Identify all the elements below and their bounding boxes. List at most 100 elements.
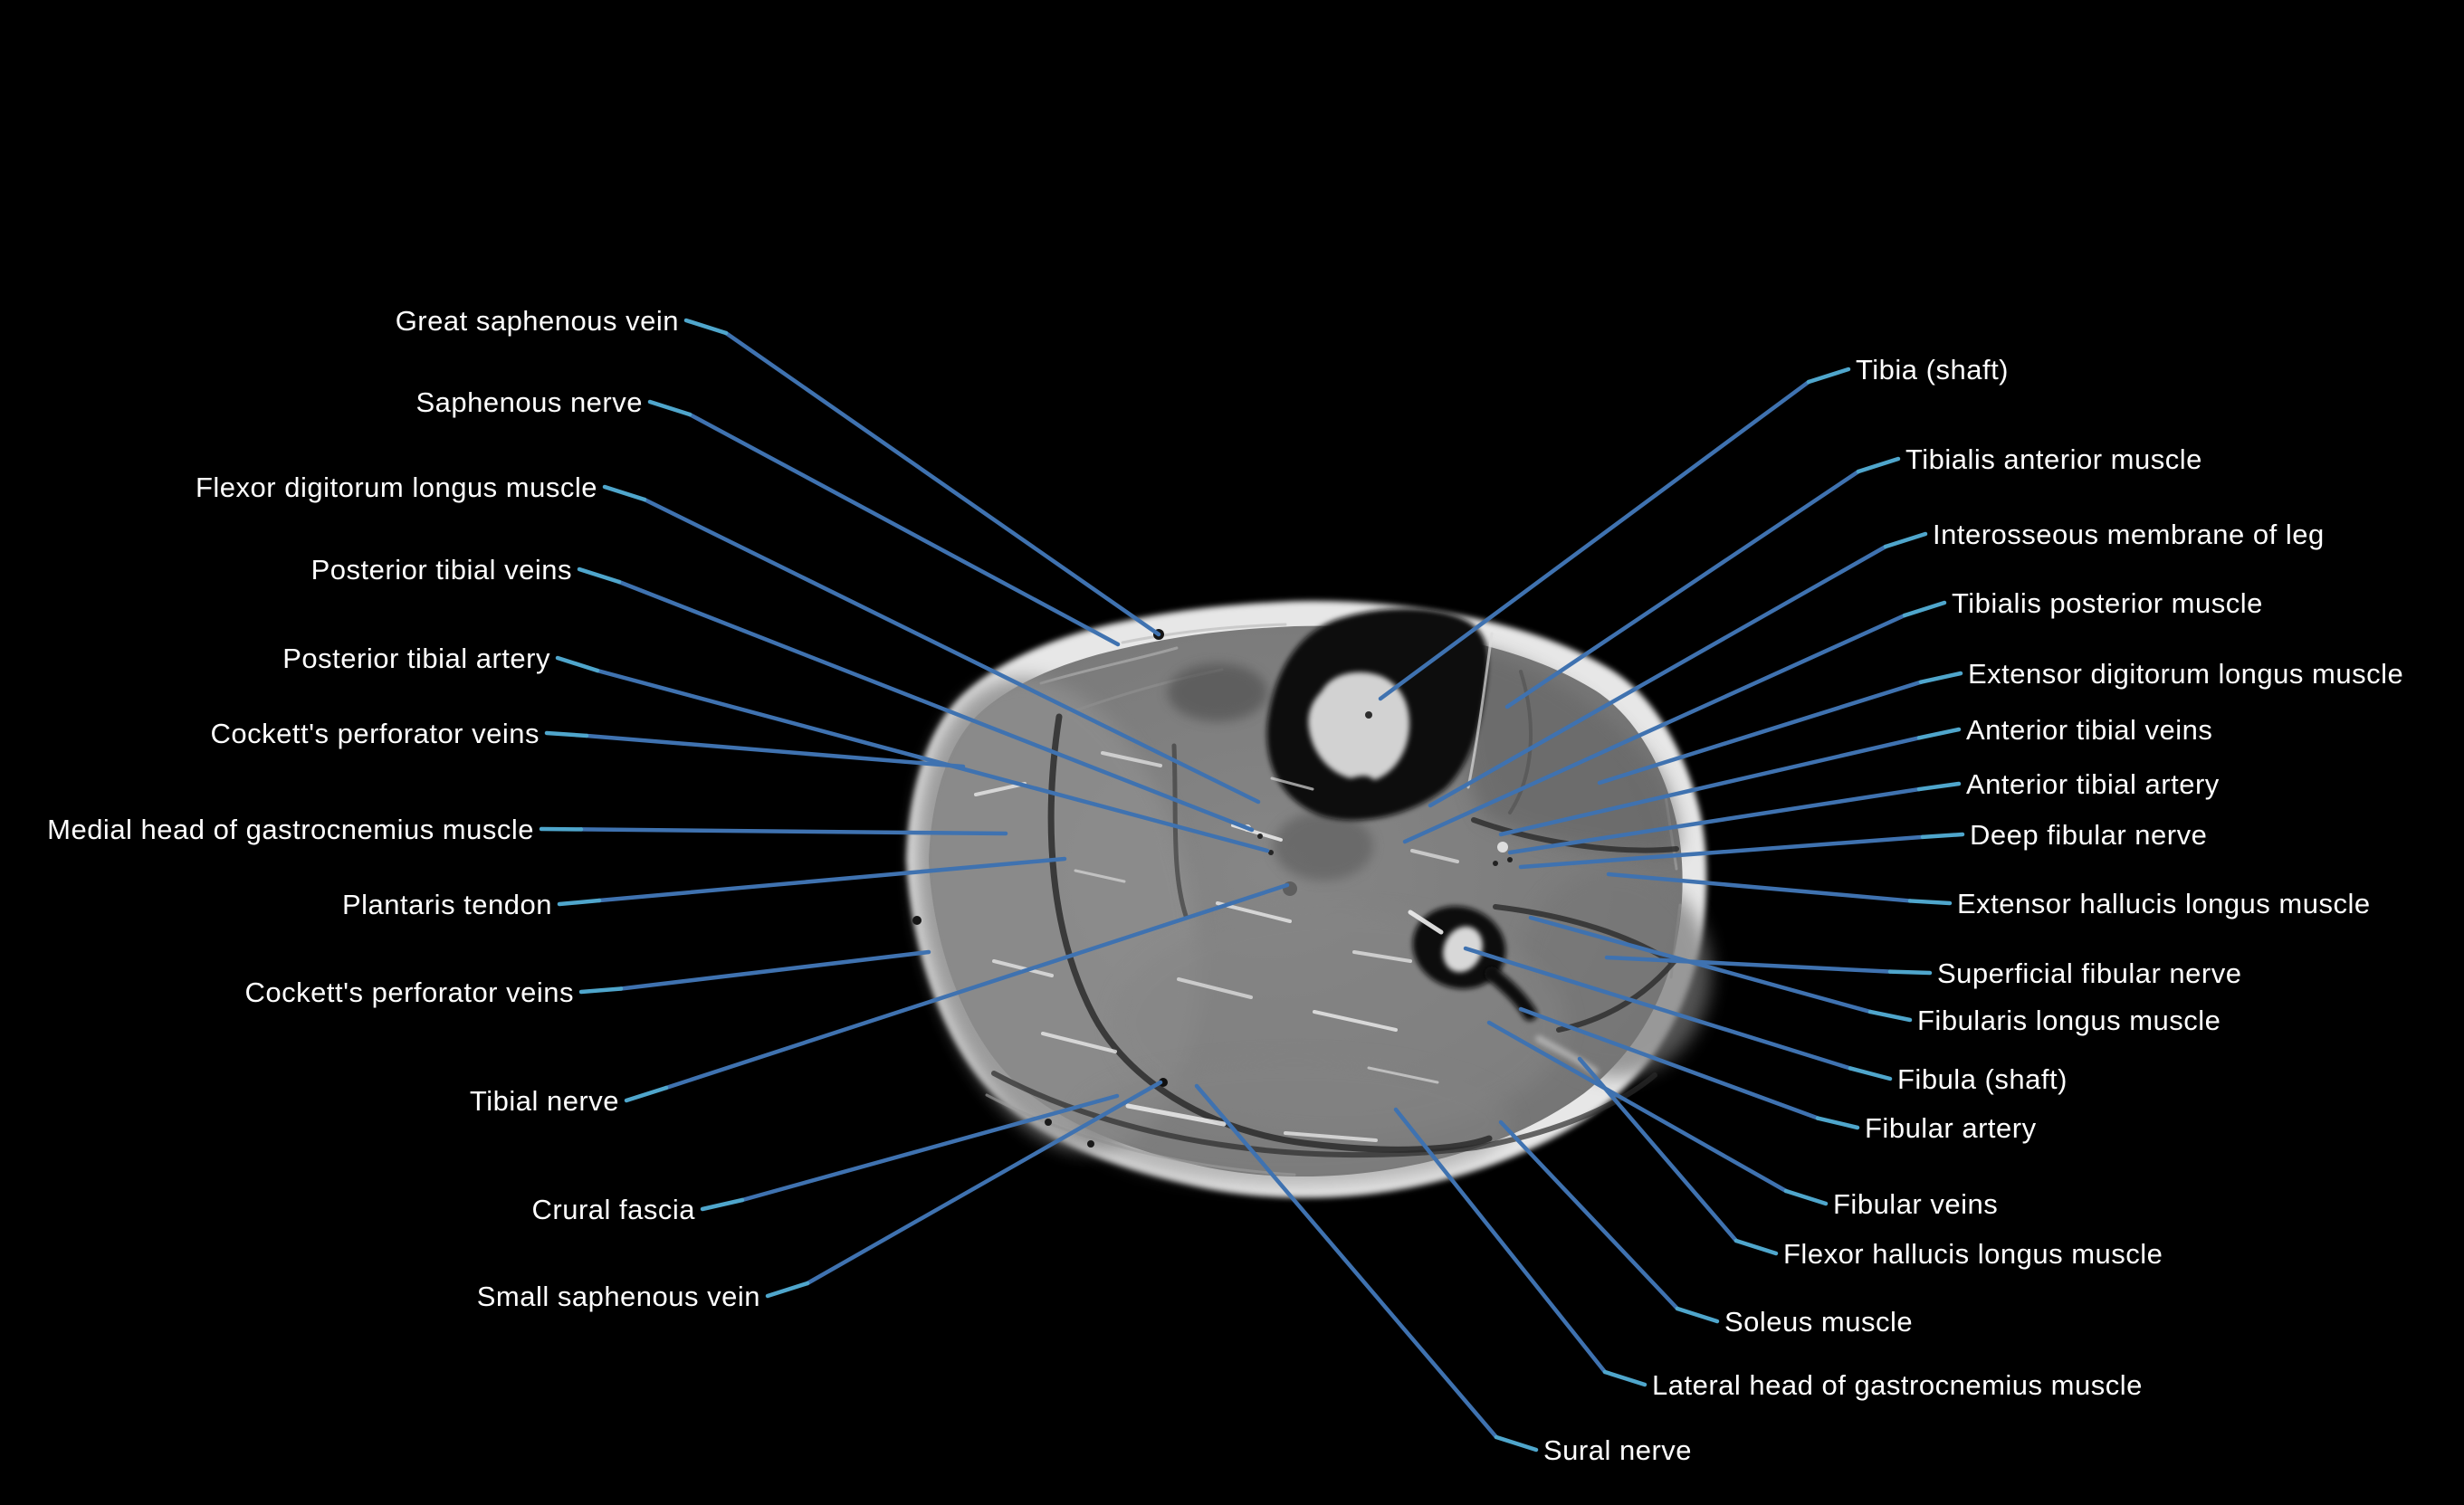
label-crural-fascia[interactable]: Crural fascia: [532, 1194, 696, 1225]
leader-stub-fibular-artery: [1815, 1116, 1860, 1130]
fascial-lines: [991, 670, 1679, 1158]
leader-line-cocketts-perforator-veins-upper: [584, 733, 966, 769]
leader-line-saphenous-nerve: [687, 412, 1121, 647]
annotation-lateral-head-of-gastrocnemius-muscle: Lateral head of gastrocnemius muscle: [1393, 1107, 2143, 1401]
leader-line-superficial-fibular-nerve: [1604, 955, 1893, 974]
small-saphenous-vein-dot: [1159, 1078, 1168, 1087]
annotation-crural-fascia: Crural fascia: [532, 1093, 1120, 1225]
label-posterior-tibial-veins[interactable]: Posterior tibial veins: [311, 554, 572, 586]
label-interosseous-membrane-of-leg[interactable]: Interosseous membrane of leg: [1933, 519, 2325, 550]
annotation-plantaris-tendon: Plantaris tendon: [342, 856, 1067, 920]
leader-line-tibial-nerve: [664, 882, 1290, 1091]
label-tibial-nerve[interactable]: Tibial nerve: [470, 1085, 619, 1117]
label-fibularis-longus-muscle[interactable]: Fibularis longus muscle: [1917, 1005, 2220, 1036]
leader-stub-interosseous-membrane-of-leg: [1883, 531, 1928, 549]
leader-stub-anterior-tibial-veins: [1916, 727, 1962, 740]
label-superficial-fibular-nerve[interactable]: Superficial fibular nerve: [1937, 957, 2241, 989]
label-tibialis-posterior-muscle[interactable]: Tibialis posterior muscle: [1952, 587, 2263, 619]
annotation-medial-head-of-gastrocnemius-muscle: Medial head of gastrocnemius muscle: [47, 814, 1008, 845]
leader-line-small-saphenous-vein: [805, 1080, 1163, 1286]
leader-line-interosseous-membrane-of-leg: [1428, 544, 1888, 808]
annotation-extensor-hallucis-longus-muscle: Extensor hallucis longus muscle: [1606, 872, 2371, 919]
annotation-posterior-tibial-artery: Posterior tibial artery: [282, 643, 1270, 853]
leader-line-fibularis-longus-muscle: [1528, 915, 1873, 1014]
annotation-posterior-tibial-veins: Posterior tibial veins: [311, 554, 1255, 833]
leader-line-fibular-veins: [1486, 1020, 1789, 1194]
anterior-tibial-vessel-dark: [1493, 861, 1498, 866]
label-small-saphenous-vein[interactable]: Small saphenous vein: [477, 1281, 760, 1312]
tibia-marrow: [1308, 672, 1409, 780]
bright-streaks: [974, 632, 1599, 1142]
label-deep-fibular-nerve[interactable]: Deep fibular nerve: [1970, 819, 2207, 851]
label-flexor-digitorum-longus-muscle[interactable]: Flexor digitorum longus muscle: [196, 472, 597, 503]
label-fibula-shaft[interactable]: Fibula (shaft): [1897, 1063, 2068, 1095]
leader-stub-lateral-head-of-gastrocnemius-muscle: [1602, 1369, 1647, 1387]
leader-stub-tibialis-posterior-muscle: [1902, 600, 1947, 618]
label-posterior-tibial-artery[interactable]: Posterior tibial artery: [282, 643, 550, 674]
label-tibia-shaft[interactable]: Tibia (shaft): [1856, 354, 2009, 386]
leader-stub-fibular-veins: [1783, 1188, 1829, 1206]
leader-line-cocketts-perforator-veins-lower: [618, 949, 931, 991]
annotation-fibular-veins: Fibular veins: [1486, 1020, 1998, 1220]
annotation-interosseous-membrane-of-leg: Interosseous membrane of leg: [1428, 519, 2325, 808]
annotation-anterior-tibial-artery: Anterior tibial artery: [1507, 768, 2220, 855]
fascia-shadow: [1168, 663, 1267, 721]
leader-line-extensor-digitorum-longus-muscle: [1597, 680, 1924, 786]
label-great-saphenous-vein[interactable]: Great saphenous vein: [396, 305, 679, 337]
leader-stub-fibula-shaft: [1848, 1066, 1893, 1081]
label-saphenous-nerve[interactable]: Saphenous nerve: [415, 386, 643, 418]
leader-stub-flexor-hallucis-longus-muscle: [1733, 1238, 1779, 1256]
leader-stub-tibial-nerve: [624, 1085, 669, 1103]
leader-line-plantaris-tendon: [597, 856, 1067, 903]
label-sural-nerve[interactable]: Sural nerve: [1543, 1434, 1692, 1466]
annotation-fibularis-longus-muscle: Fibularis longus muscle: [1528, 915, 2220, 1036]
annotation-sural-nerve: Sural nerve: [1194, 1083, 1692, 1466]
label-extensor-digitorum-longus-muscle[interactable]: Extensor digitorum longus muscle: [1968, 658, 2403, 690]
leader-stub-plantaris-tendon: [557, 898, 602, 907]
tibial-nerve-oval: [1283, 881, 1297, 896]
leader-line-extensor-hallucis-longus-muscle: [1606, 872, 1913, 903]
leader-line-fibular-artery: [1518, 1006, 1820, 1120]
posterior-tibial-vessel-dark: [1268, 850, 1274, 855]
label-anterior-tibial-artery[interactable]: Anterior tibial artery: [1966, 768, 2220, 800]
leader-line-sural-nerve: [1194, 1083, 1499, 1440]
label-cocketts-perforator-veins-lower[interactable]: Cockett's perforator veins: [244, 976, 574, 1008]
annotation-small-saphenous-vein: Small saphenous vein: [477, 1080, 1163, 1312]
leader-stub-extensor-hallucis-longus-muscle: [1907, 899, 1953, 906]
label-extensor-hallucis-longus-muscle[interactable]: Extensor hallucis longus muscle: [1957, 888, 2371, 919]
leader-stub-cocketts-perforator-veins-lower: [578, 986, 624, 995]
annotation-anterior-tibial-veins: Anterior tibial veins: [1498, 714, 2212, 837]
label-soleus-muscle[interactable]: Soleus muscle: [1724, 1306, 1913, 1338]
label-flexor-hallucis-longus-muscle[interactable]: Flexor hallucis longus muscle: [1783, 1238, 2163, 1270]
leader-line-posterior-tibial-veins: [616, 579, 1255, 833]
anterior-compartment-region: [1457, 644, 1678, 857]
perforator-vein-dot: [912, 916, 922, 925]
annotation-extensor-digitorum-longus-muscle: Extensor digitorum longus muscle: [1597, 658, 2403, 786]
label-cocketts-perforator-veins-upper[interactable]: Cockett's perforator veins: [210, 718, 540, 749]
annotation-cocketts-perforator-veins-lower: Cockett's perforator veins: [244, 949, 931, 1008]
label-tibialis-anterior-muscle[interactable]: Tibialis anterior muscle: [1905, 443, 2202, 475]
label-medial-head-of-gastrocnemius-muscle[interactable]: Medial head of gastrocnemius muscle: [47, 814, 534, 845]
leader-stub-deep-fibular-nerve: [1920, 832, 1965, 840]
label-anterior-tibial-veins[interactable]: Anterior tibial veins: [1966, 714, 2212, 746]
leader-line-tibialis-posterior-muscle: [1402, 613, 1907, 844]
leader-line-medial-head-of-gastrocnemius-muscle: [578, 827, 1008, 836]
label-plantaris-tendon[interactable]: Plantaris tendon: [342, 889, 552, 920]
leader-line-lateral-head-of-gastrocnemius-muscle: [1393, 1107, 1608, 1375]
rim-vessel-dot: [1087, 1140, 1094, 1148]
leader-stub-small-saphenous-vein: [765, 1281, 810, 1299]
label-fibular-artery[interactable]: Fibular artery: [1865, 1112, 2037, 1144]
label-lateral-head-of-gastrocnemius-muscle[interactable]: Lateral head of gastrocnemius muscle: [1652, 1369, 2143, 1401]
annotation-flexor-hallucis-longus-muscle: Flexor hallucis longus muscle: [1577, 1056, 2163, 1270]
leader-stub-cocketts-perforator-veins-upper: [544, 730, 589, 738]
leader-line-posterior-tibial-artery: [595, 668, 1270, 853]
leader-line-soleus-muscle: [1498, 1119, 1680, 1311]
leader-line-deep-fibular-nerve: [1518, 834, 1925, 870]
leader-stub-tibia-shaft: [1806, 367, 1851, 385]
label-fibular-veins[interactable]: Fibular veins: [1833, 1188, 1998, 1220]
leader-line-anterior-tibial-artery: [1507, 786, 1922, 855]
annotation-fibular-artery: Fibular artery: [1518, 1006, 2037, 1144]
